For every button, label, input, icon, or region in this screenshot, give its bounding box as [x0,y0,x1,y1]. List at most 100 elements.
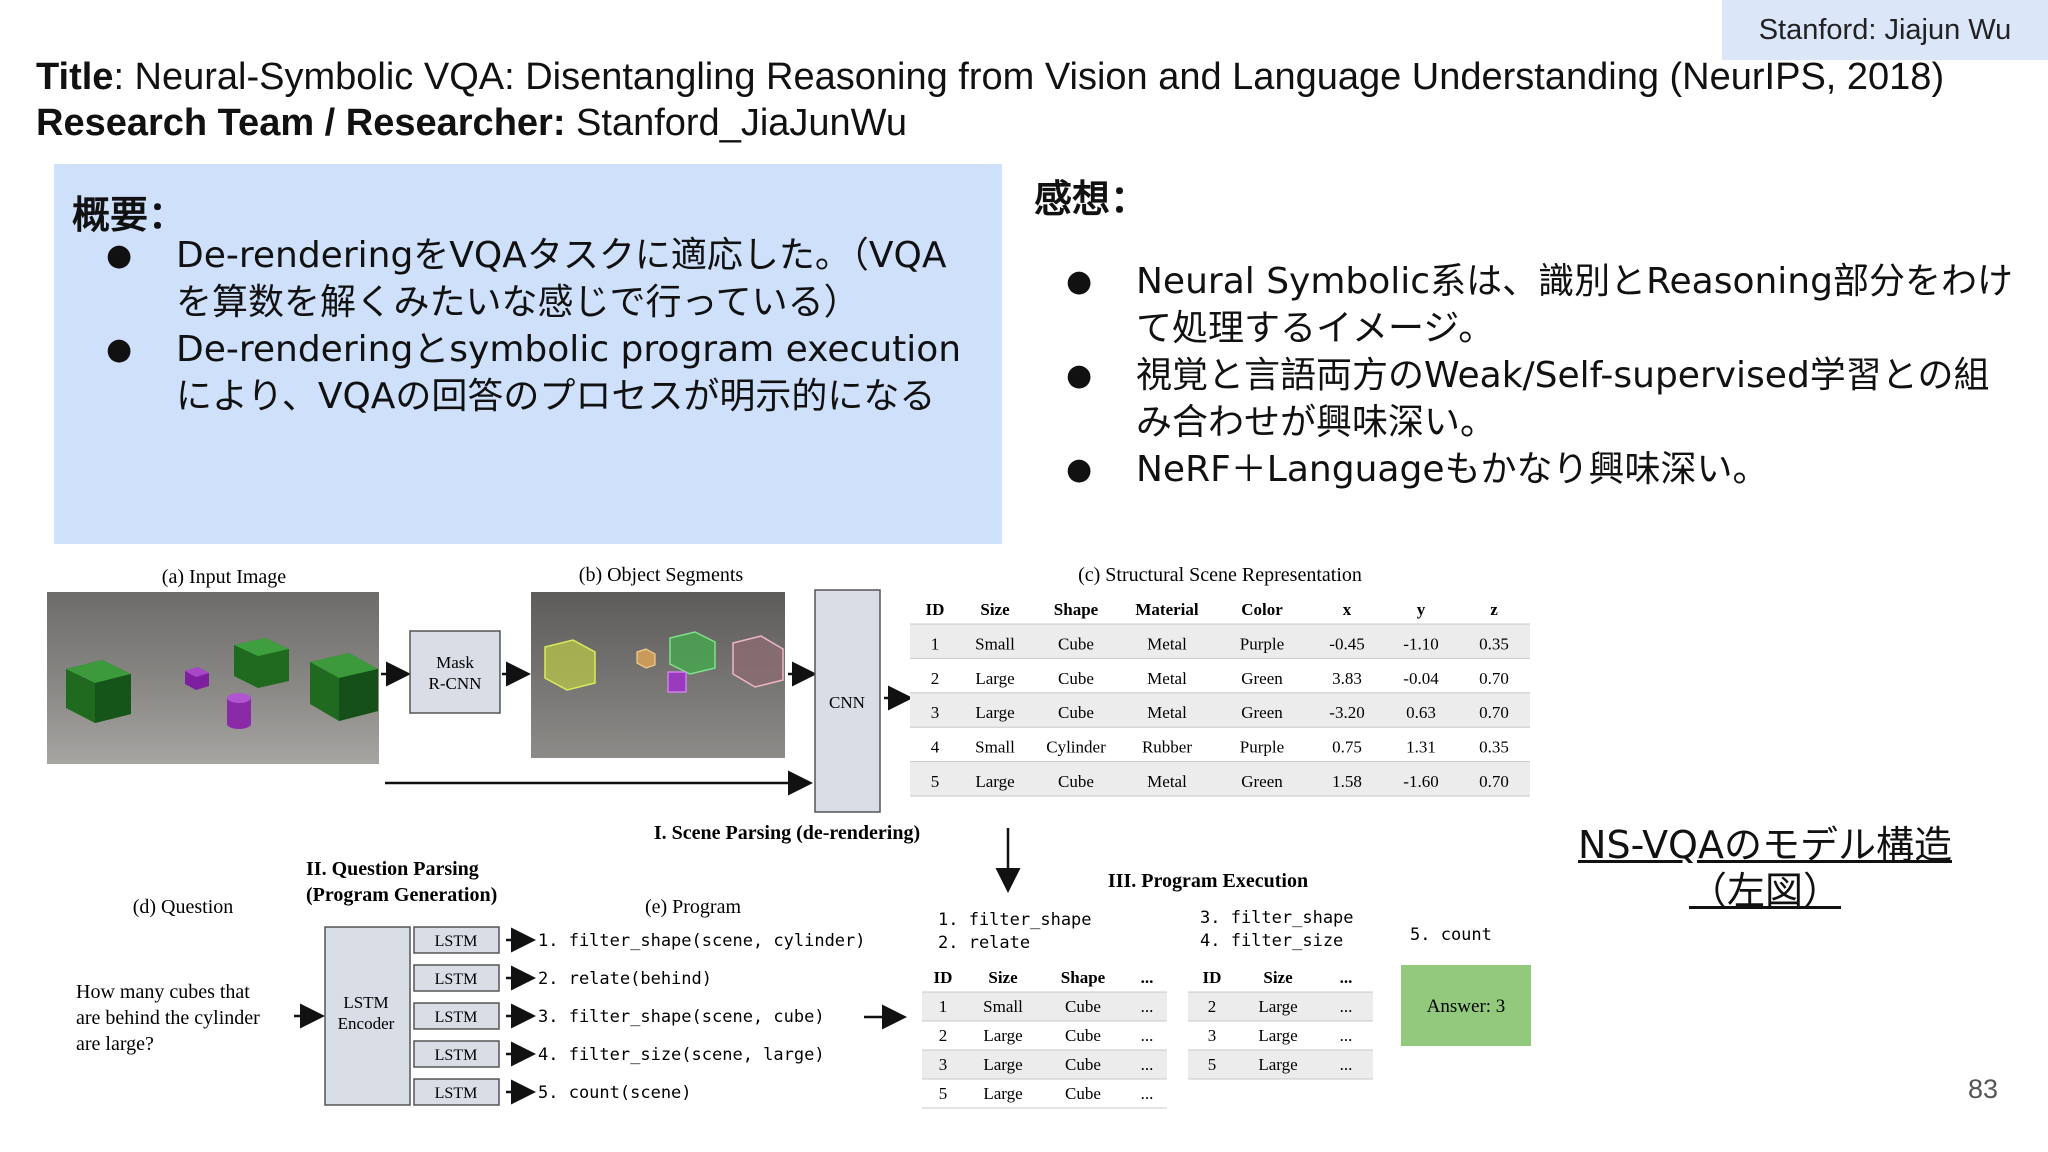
input-image [47,592,379,764]
question-parsing-label-2: (Program Generation) [306,884,497,906]
program-line: 2. relate(behind) [538,969,712,989]
table-cell: Cube [1065,1084,1101,1103]
cnn-label: CNN [829,693,865,712]
table-cell: Metal [1147,703,1187,722]
summary-item-text: De-renderingとsymbolic program executionに… [176,329,962,417]
table-cell: 0.75 [1332,738,1362,757]
bullet-icon: ● [1066,264,1093,299]
table-row-shade [922,1050,1167,1079]
table-row-shade [910,692,1530,728]
table-cell: Purple [1240,634,1284,653]
table-cell: Purple [1240,738,1284,757]
impression-list: ● Neural Symbolic系は、識別とReasoning部分をわけて処理す… [1034,258,2024,493]
table-cell: -0.04 [1403,669,1439,688]
question-text-line: are large? [76,1033,154,1055]
lstm-label: LSTM [435,1009,478,1026]
scene-parsing-label: I. Scene Parsing (de-rendering) [654,822,920,844]
input-image-label: (a) Input Image [162,566,287,588]
table-row-shade [910,624,1530,659]
table-cell: 5 [1208,1055,1217,1074]
table-cell: Cube [1058,703,1094,722]
table-header-cell: Material [1135,600,1199,619]
lstm-label: LSTM [435,933,478,950]
impression-item-text: NeRF＋Languageもかなり興味深い。 [1136,449,1769,490]
summary-list: ● De-renderingをVQAタスクに適応した。（VQAを算数を解くみたいな… [54,232,1002,420]
bullet-icon: ● [1066,452,1093,487]
table-row-shade [1188,992,1373,1021]
program-line: 4. filter_size(scene, large) [538,1045,825,1065]
mask-rcnn-label-2: R-CNN [429,674,482,693]
table-cell: Rubber [1142,738,1192,757]
table-row-shade [1188,1050,1373,1079]
lstm-box [413,1078,500,1106]
table-header-cell: x [1343,600,1352,619]
table-cell: Large [975,703,1014,722]
object-segments-image [531,592,785,758]
table-cell: 1 [939,997,948,1016]
table-cell: Metal [1147,772,1187,791]
question-text-line: How many cubes that [76,981,250,1003]
table-cell: Green [1241,772,1283,791]
table-cell: -1.60 [1403,772,1438,791]
mask-rcnn-label-1: Mask [436,653,474,672]
page-number: 83 [1968,1074,1999,1104]
impression-item-text: Neural Symbolic系は、識別とReasoning部分をわけて処理する… [1136,261,2013,349]
table-header-cell: Color [1241,600,1283,619]
summary-heading: 概要： [72,193,187,237]
table-header-cell: ... [1141,968,1154,987]
team-label: Research Team / Researcher: [36,102,566,144]
program-line: 1. filter_shape(scene, cylinder) [538,931,866,951]
summary-item-text: De-renderingをVQAタスクに適応した。（VQAを算数を解くみたいな感… [176,235,947,323]
table-header-cell: ID [926,600,945,619]
program-stack: LSTM 1. filter_shape(scene, cylinder) LSTM… [413,926,866,1106]
table-cell: 0.70 [1479,669,1509,688]
team-text: Stanford_JiaJunWu [565,102,907,144]
table-cell: 2 [931,669,940,688]
lstm-encoder-label-2: Encoder [338,1014,395,1033]
table-header-cell: ID [1203,968,1222,987]
bullet-icon: ● [106,238,133,273]
table-cell: 1.58 [1332,772,1362,791]
table-cell: 2 [939,1026,948,1045]
table-cell: -1.10 [1403,634,1438,653]
lstm-box [413,926,500,954]
table-cell: 0.35 [1479,738,1509,757]
lstm-box [413,1002,500,1030]
program-line: 3. filter_shape(scene, cube) [538,1007,825,1027]
title-line: Title: Neural-Symbolic VQA: Disentanglin… [36,56,1944,99]
table-cell: Large [975,669,1014,688]
table-cell: -3.20 [1329,703,1364,722]
table-cell: 3 [939,1055,948,1074]
table-cell: 5 [939,1084,948,1103]
table-cell: 1.31 [1406,738,1436,757]
table-background [922,964,1167,1108]
table-cell: Green [1241,669,1283,688]
table-cell: Metal [1147,669,1187,688]
table-row-shade [910,761,1530,796]
exec-step: 5. count [1410,925,1492,945]
table-cell: 4 [931,738,940,757]
title-text: : Neural-Symbolic VQA: Disentangling Rea… [113,56,1945,98]
table-row-shade [922,992,1167,1021]
table-cell: Large [975,772,1014,791]
lstm-label: LSTM [435,1047,478,1064]
question-text-line: are behind the cylinder [76,1007,260,1029]
table-cell: Large [1258,997,1297,1016]
table-cell: 0.70 [1479,772,1509,791]
table-cell: ... [1141,1084,1154,1103]
table-cell: Cube [1065,1026,1101,1045]
mask-rcnn-box [409,630,501,714]
impression-item: ● NeRF＋Languageもかなり興味深い。 [1034,446,2024,493]
table-header-cell: ... [1340,968,1353,987]
answer-box [1401,965,1531,1046]
ns-vqa-figure: (a) Input Image (b) Object Segments (c) … [47,564,1531,1109]
execution-label: III. Program Execution [1108,870,1308,892]
table-cell: Cube [1058,772,1094,791]
impression-item-text: 視覚と言語両方のWeak/Self-supervised学習との組み合わせが興味… [1136,355,1990,443]
program-label: (e) Program [645,896,742,918]
exec-step: 4. filter_size [1200,931,1343,951]
table-cell: ... [1141,997,1154,1016]
author-tag: Stanford: Jiajun Wu [1722,0,2048,60]
